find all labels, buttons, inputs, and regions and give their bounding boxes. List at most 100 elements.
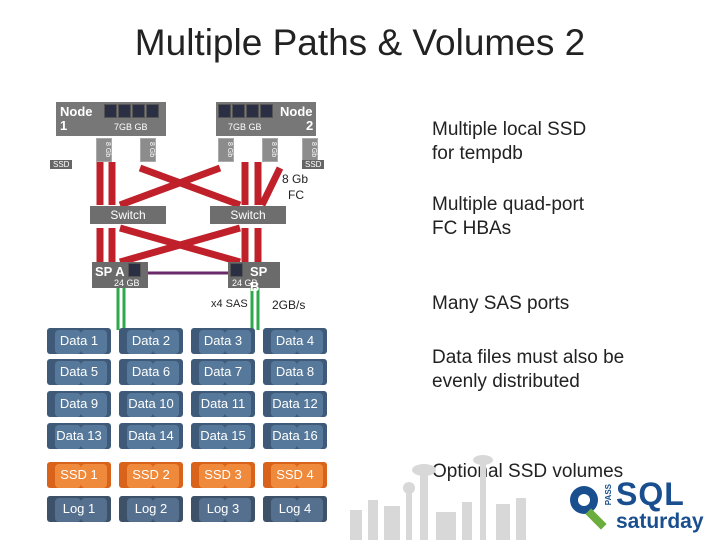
disk-shape <box>271 498 297 522</box>
sas-bandwidth-label: 2GB/s <box>272 298 306 312</box>
bullet-text: FC HBAs <box>432 218 512 239</box>
disk-shape <box>153 393 179 417</box>
disk-shape <box>55 498 81 522</box>
ssd-volume-label: SSD 1 <box>60 467 98 482</box>
bullet-text: Many SAS ports <box>432 293 570 314</box>
data-volume-label: Data 13 <box>56 428 102 443</box>
data-volume: Data 2 <box>119 328 183 354</box>
sp-a-chip <box>128 263 141 277</box>
log-volume: Log 2 <box>119 496 183 522</box>
node-1-memory: 7GB GB <box>114 122 148 132</box>
ssd-volume: SSD 1 <box>47 462 111 488</box>
disk-shape <box>271 425 297 449</box>
log-volume-label: Log 3 <box>206 501 240 516</box>
disk-shape <box>127 498 153 522</box>
disk-shape <box>153 425 179 449</box>
node-2-memory: 7GB GB <box>228 122 262 132</box>
fc-link <box>119 224 241 266</box>
disk-shape <box>55 330 81 354</box>
data-volume: Data 14 <box>119 423 183 449</box>
logo-pass: PASS <box>604 484 613 506</box>
data-volume: Data 12 <box>263 391 327 417</box>
bullet-sas-ports: Many SAS ports <box>432 292 569 316</box>
disk-shape <box>153 498 179 522</box>
node-1-hba-card-a: 8 Gb <box>96 138 112 162</box>
bullet-ssd-volumes: Optional SSD volumes <box>432 460 623 484</box>
disk-shape <box>199 464 225 488</box>
ssd-volume-label: SSD 3 <box>204 467 242 482</box>
data-volume: Data 1 <box>47 328 111 354</box>
log-volume-label: Log 4 <box>278 501 312 516</box>
sp-b-chip <box>230 263 243 277</box>
disk-shape <box>271 330 297 354</box>
disk-shape <box>55 425 81 449</box>
disk-shape <box>127 361 153 385</box>
ssd-volume-label: SSD 4 <box>276 467 314 482</box>
data-volume: Data 3 <box>191 328 255 354</box>
city-skyline-graphic <box>350 455 526 540</box>
bullet-text: for tempdb <box>432 143 523 164</box>
cpu-chip <box>260 104 273 118</box>
disk-shape <box>55 361 81 385</box>
data-volume-label: Data 10 <box>128 396 174 411</box>
disk-shape <box>199 393 225 417</box>
disk-shape <box>225 393 251 417</box>
sas-port-label: x4 SAS <box>211 298 248 310</box>
server-node-1: Node 1 7GB GB <box>56 102 166 136</box>
data-volume-label: Data 1 <box>59 333 99 348</box>
disk-shape <box>81 393 107 417</box>
disk-shape <box>81 361 107 385</box>
data-volume-label: Data 2 <box>131 333 171 348</box>
data-volume-label: Data 4 <box>275 333 315 348</box>
cpu-chip <box>132 104 145 118</box>
fc-link <box>258 166 284 207</box>
data-volume-label: Data 9 <box>59 396 99 411</box>
cpu-chip <box>218 104 231 118</box>
disk-shape <box>153 361 179 385</box>
node-1-label: Node <box>60 104 93 119</box>
node-2-label: Node <box>280 104 313 119</box>
disk-shape <box>81 498 107 522</box>
bullet-text: Multiple quad-port <box>432 194 585 215</box>
bullet-data-files: Data files must also be evenly distribut… <box>432 346 624 394</box>
sp-b-label: SP B <box>250 264 268 294</box>
log-volume-label: Log 1 <box>62 501 96 516</box>
node-2-hba-card-a: 8 Gb <box>218 138 234 162</box>
storage-processor-b: SP B 24 GB <box>228 262 280 294</box>
logo-sql: SQL <box>616 476 685 512</box>
node-2-ssd: SSD <box>302 160 325 169</box>
pass-key-icon <box>570 486 607 530</box>
bullet-local-ssd: Multiple local SSD for tempdb <box>432 118 586 166</box>
bullet-fc-hbas: Multiple quad-port FC HBAs <box>432 193 584 241</box>
disk-shape <box>127 393 153 417</box>
node-2-number: 2 <box>306 118 314 133</box>
node-1-number: 1 <box>60 118 68 133</box>
disk-shape <box>297 330 323 354</box>
cpu-chip <box>146 104 159 118</box>
fc-speed-label-line2: FC <box>288 188 304 202</box>
cpu-chip <box>232 104 245 118</box>
fc-link <box>138 164 242 209</box>
bullet-text: Optional SSD volumes <box>432 461 624 482</box>
cpu-chip <box>118 104 131 118</box>
disk-shape <box>271 361 297 385</box>
bullet-text: evenly distributed <box>432 371 580 392</box>
disk-shape <box>225 464 251 488</box>
sp-a-label: SP A <box>95 264 125 279</box>
disk-shape <box>127 425 153 449</box>
disk-shape <box>225 498 251 522</box>
log-volume: Log 4 <box>263 496 327 522</box>
disk-shape <box>297 361 323 385</box>
fc-switch-1: Switch <box>90 206 166 224</box>
data-volume-label: Data 5 <box>59 364 99 379</box>
server-node-2: Node 2 7GB GB <box>216 102 316 136</box>
disk-shape <box>199 498 225 522</box>
data-volume-label: Data 11 <box>200 396 246 411</box>
log-volume: Log 3 <box>191 496 255 522</box>
data-volume: Data 6 <box>119 359 183 385</box>
data-volume-label: Data 7 <box>203 364 243 379</box>
disk-shape <box>199 361 225 385</box>
disk-shape <box>297 498 323 522</box>
node-1-ssd: SSD <box>50 160 73 169</box>
disk-shape <box>153 330 179 354</box>
